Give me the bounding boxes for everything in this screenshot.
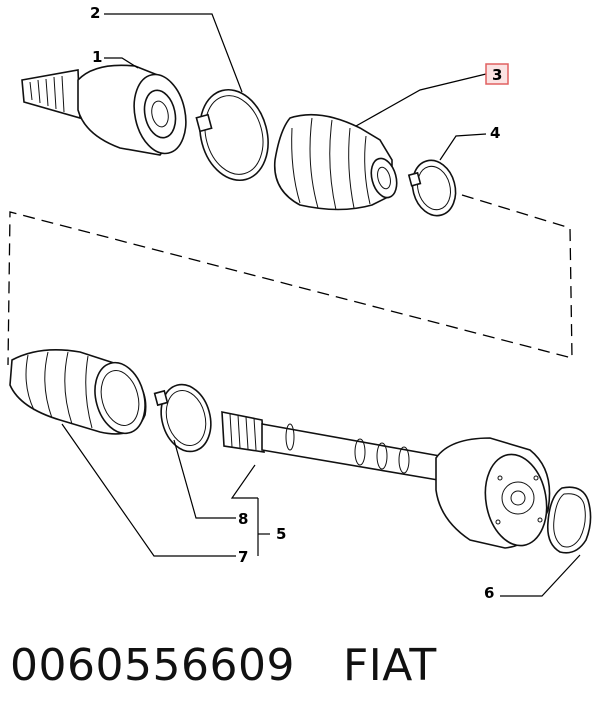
callout-3-highlight-box [485, 63, 509, 85]
brand-name: FIAT [342, 639, 437, 691]
part-number: 0060556609 [10, 639, 295, 691]
callout-5: 5 [276, 525, 286, 543]
assembly-dashed-guide [7, 194, 573, 366]
part-7-inner-boot [9, 348, 147, 435]
leader-lines [61, 13, 581, 597]
callout-7: 7 [238, 548, 248, 566]
part-1-outer-cv-joint [21, 64, 187, 156]
part-4-small-clamp [407, 159, 457, 217]
callout-6: 6 [484, 584, 494, 602]
part-3-boot-kit [273, 113, 398, 211]
part-6-gasket [546, 486, 592, 554]
callout-1: 1 [92, 48, 102, 66]
part-2-large-clamp [195, 88, 269, 182]
callout-3: 3 [492, 66, 502, 84]
exploded-parts-diagram: 2 1 3 4 8 5 7 6 [7, 4, 592, 602]
callout-2: 2 [90, 4, 100, 22]
callout-8: 8 [238, 510, 248, 528]
footer-caption: 0060556609 FIAT [10, 630, 437, 700]
part-5-drive-shaft [221, 411, 551, 549]
callout-4: 4 [490, 124, 500, 142]
part-8-clamp [153, 383, 212, 453]
